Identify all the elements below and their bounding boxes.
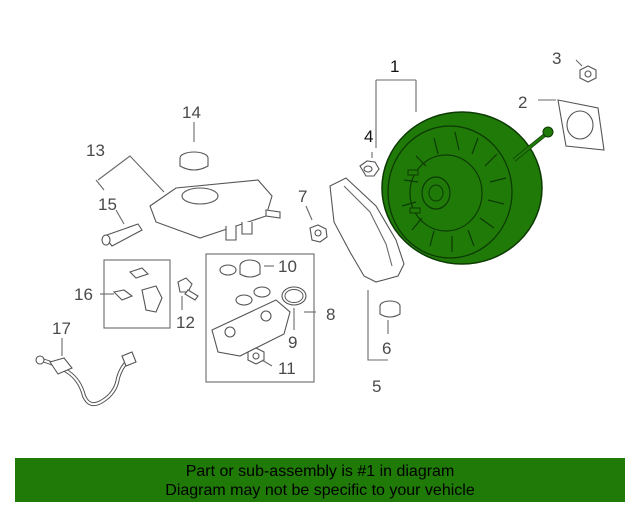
- grommet-6[interactable]: [379, 300, 401, 318]
- callout-2: 2: [518, 93, 527, 112]
- nut-7[interactable]: [309, 224, 328, 243]
- reservoir-cap[interactable]: [179, 151, 209, 171]
- sensor-parts[interactable]: [112, 267, 163, 313]
- callout-11: 11: [278, 359, 296, 378]
- callout-1: 1: [390, 57, 399, 76]
- banner-line-2: Diagram may not be specific to your vehi…: [165, 482, 475, 499]
- callout-16: 16: [74, 285, 93, 304]
- sensor-12[interactable]: [177, 277, 199, 301]
- brake-line[interactable]: [35, 351, 137, 407]
- callout-8: 8: [326, 305, 335, 324]
- info-banner: Part or sub-assembly is #1 in diagram Di…: [15, 458, 625, 502]
- callout-17: 17: [52, 319, 71, 338]
- leader-lines: [61, 59, 583, 367]
- fluid-reservoir[interactable]: [149, 179, 281, 241]
- callout-14: 14: [182, 103, 201, 122]
- gasket[interactable]: [557, 99, 605, 151]
- callout-15: 15: [98, 195, 117, 214]
- callout-7: 7: [298, 187, 307, 206]
- callout-9: 9: [288, 333, 297, 352]
- callout-4: 4: [364, 127, 373, 146]
- callout-13: 13: [86, 141, 105, 160]
- callout-5: 5: [372, 377, 381, 396]
- callout-12: 12: [176, 313, 195, 332]
- heat-shield-bracket[interactable]: [329, 177, 405, 283]
- grommets-10[interactable]: [219, 259, 261, 278]
- banner-line-1: Part or sub-assembly is #1 in diagram: [185, 463, 455, 480]
- nut-4[interactable]: [359, 160, 380, 177]
- master-cylinder[interactable]: [211, 286, 291, 357]
- callout-6: 6: [382, 339, 391, 358]
- hose-15[interactable]: [101, 223, 143, 247]
- brake-booster[interactable]: [381, 111, 554, 265]
- o-ring-9[interactable]: [281, 286, 307, 306]
- nut-3[interactable]: [579, 65, 597, 83]
- nut-11[interactable]: [247, 347, 265, 365]
- master-cylinder-group-box: [205, 253, 315, 383]
- callout-10: 10: [278, 257, 297, 276]
- callout-3: 3: [552, 49, 561, 68]
